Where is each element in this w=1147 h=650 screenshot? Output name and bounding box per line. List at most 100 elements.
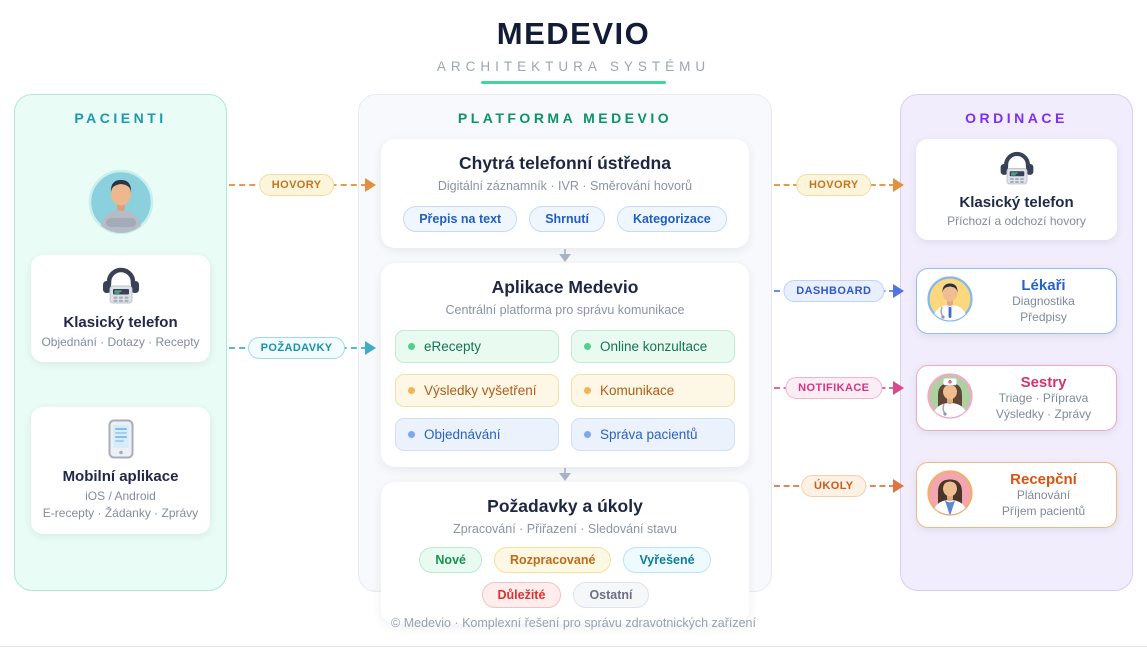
- arrowhead-right-icon: [893, 284, 904, 298]
- feature-label: Objednávání: [424, 427, 501, 442]
- receptionist-avatar: [927, 469, 973, 521]
- status-chip-nove: Nové: [419, 547, 482, 573]
- role-line2: Výsledky · Zprávy: [995, 406, 1092, 421]
- card-title: Mobilní aplikace: [62, 468, 179, 486]
- arrow-notifikace: NOTIFIKACE: [774, 377, 904, 399]
- feature-vysledky-vysetreni: Výsledky vyšetření: [395, 374, 559, 407]
- arrow-label: ÚKOLY: [801, 475, 867, 497]
- diagram-header: MEDEVIO ARCHITEKTURA SYSTÉMU: [0, 16, 1147, 84]
- feature-objednavani: Objednávání: [395, 418, 559, 451]
- role-title: Recepční: [1010, 470, 1077, 488]
- mobile-phone-icon: [108, 419, 134, 463]
- bullet-dot-icon: [408, 387, 415, 394]
- arrowhead-right-icon: [365, 341, 376, 355]
- card-title: Požadavky a úkoly: [487, 496, 643, 516]
- card-sestry: Sestry Triage · Příprava Výsledky · Zprá…: [916, 365, 1117, 431]
- card-pozadavky-ukoly: Požadavky a úkoly Zpracování · Přiřazení…: [381, 482, 749, 624]
- patient-avatar: [88, 169, 154, 235]
- bullet-dot-icon: [408, 431, 415, 438]
- card-title: Chytrá telefonní ústředna: [459, 153, 671, 173]
- chevron-down-connector: [555, 249, 575, 262]
- chip: Přepis na text: [403, 206, 518, 232]
- arrow-label: HOVORY: [795, 174, 872, 196]
- card-ustredna: Chytrá telefonní ústředna Digitální zázn…: [381, 139, 749, 248]
- role-title: Lékaři: [1021, 276, 1066, 294]
- doctor-avatar: [927, 275, 973, 327]
- feature-label: eRecepty: [424, 339, 482, 354]
- chevron-down-connector: [555, 468, 575, 481]
- feature-erecepty: eRecepty: [395, 330, 559, 363]
- card-subtitle: Digitální záznamník · IVR · Směrování ho…: [437, 179, 693, 193]
- arrow-pozadavky: POŽADAVKY: [229, 337, 376, 359]
- card-subtitle: Příchozí a odchozí hovory: [947, 214, 1086, 228]
- arrow-hovory-left: HOVORY: [229, 174, 376, 196]
- footer-copyright: © Medevio · Komplexní řešení pro správu …: [391, 616, 756, 630]
- panel-pacienti-title: PACIENTI: [74, 110, 167, 126]
- card-subtitle: Centrální platforma pro správu komunikac…: [445, 303, 685, 317]
- page-subtitle: ARCHITEKTURA SYSTÉMU: [436, 59, 711, 74]
- card-subtitle: Objednání · Dotazy · Recepty: [41, 335, 200, 349]
- status-chip-rozpracovane: Rozpracované: [493, 547, 612, 573]
- status-chip-ostatni: Ostatní: [573, 582, 649, 608]
- card-title: Aplikace Medevio: [491, 277, 639, 297]
- status-chip-vyresene: Vyřešené: [623, 547, 711, 573]
- card-lekari: Lékaři Diagnostika Předpisy: [916, 268, 1117, 334]
- card-recepcni: Recepční Plánování Příjem pacientů: [916, 462, 1117, 528]
- feature-sprava-pacientu: Správa pacientů: [571, 418, 735, 451]
- role-line1: Plánování: [1016, 487, 1071, 502]
- card-title: Klasický telefon: [959, 194, 1074, 211]
- panel-pacienti: PACIENTI: [14, 94, 227, 591]
- panel-ordinace: ORDINACE Klasický telefon: [900, 94, 1133, 591]
- arrow-hovory-right: HOVORY: [774, 174, 904, 196]
- card-aplikace: Aplikace Medevio Centrální platforma pro…: [381, 263, 749, 467]
- bottom-divider: [0, 646, 1147, 647]
- bullet-dot-icon: [584, 431, 591, 438]
- status-chip-dulezite: Důležité: [481, 582, 562, 608]
- page-title: MEDEVIO: [496, 16, 651, 51]
- role-title: Sestry: [1020, 373, 1067, 391]
- arrow-label: NOTIFIKACE: [785, 377, 883, 399]
- chip: Kategorizace: [616, 206, 727, 232]
- arrowhead-right-icon: [893, 479, 904, 493]
- feature-label: Správa pacientů: [600, 427, 698, 442]
- feature-label: Výsledky vyšetření: [424, 383, 537, 398]
- card-line1: iOS / Android: [85, 489, 156, 504]
- nurse-avatar: [927, 372, 973, 424]
- bullet-dot-icon: [408, 343, 415, 350]
- status-chips-row2: Důležité Ostatní: [395, 582, 735, 608]
- feature-komunikace: Komunikace: [571, 374, 735, 407]
- card-line2: E-recepty · Žádanky · Zprávy: [42, 506, 199, 521]
- ustredna-chips: Přepis na text Shrnutí Kategorizace: [395, 206, 735, 232]
- arrow-dashboard: DASHBOARD: [774, 280, 904, 302]
- panel-ordinace-title: ORDINACE: [965, 110, 1068, 126]
- panel-platforma: PLATFORMA MEDEVIO Chytrá telefonní ústře…: [358, 94, 772, 624]
- role-line2: Příjem pacientů: [1001, 503, 1086, 518]
- feature-grid: eRecepty Online konzultace Výsledky vyše…: [395, 330, 735, 451]
- feature-label: Online konzultace: [600, 339, 708, 354]
- bullet-dot-icon: [584, 387, 591, 394]
- role-line2: Předpisy: [1020, 309, 1067, 324]
- arrow-label: POŽADAVKY: [247, 337, 346, 359]
- headset-phone-icon: [997, 151, 1037, 190]
- arrowhead-right-icon: [365, 178, 376, 192]
- chip: Shrnutí: [529, 206, 605, 232]
- status-chips-row1: Nové Rozpracované Vyřešené: [395, 547, 735, 573]
- headset-phone-icon: [99, 267, 143, 309]
- arrow-ukoly: ÚKOLY: [774, 475, 904, 497]
- arrowhead-right-icon: [893, 178, 904, 192]
- bullet-dot-icon: [584, 343, 591, 350]
- card-mobilni-aplikace: Mobilní aplikace iOS / Android E-recepty…: [31, 407, 210, 534]
- title-underline: [481, 81, 666, 84]
- feature-online-konzultace: Online konzultace: [571, 330, 735, 363]
- arrow-label: DASHBOARD: [783, 280, 885, 302]
- role-line1: Diagnostika: [1012, 293, 1075, 308]
- role-line1: Triage · Příprava: [998, 390, 1089, 405]
- panel-platforma-title: PLATFORMA MEDEVIO: [457, 110, 673, 126]
- arrowhead-right-icon: [893, 381, 904, 395]
- arrow-label: HOVORY: [258, 174, 335, 196]
- feature-label: Komunikace: [600, 383, 675, 398]
- card-title: Klasický telefon: [63, 314, 178, 331]
- card-subtitle: Zpracování · Přiřazení · Sledování stavu: [453, 522, 677, 536]
- card-klasicky-telefon-ordinace: Klasický telefon Příchozí a odchozí hovo…: [916, 139, 1117, 240]
